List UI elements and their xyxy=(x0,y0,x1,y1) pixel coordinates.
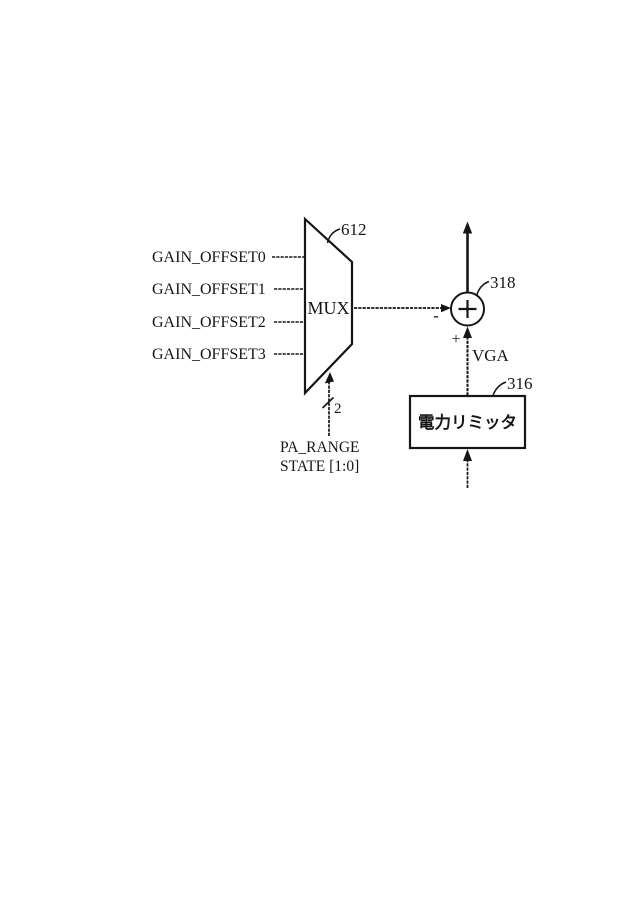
summer-negative-port-label: - xyxy=(433,306,439,325)
input-label-gain-offset3: GAIN_OFFSET3 xyxy=(152,346,266,363)
mux-output-arrowhead-icon xyxy=(441,304,451,313)
vga-label: VGA xyxy=(472,346,510,365)
input-label-gain-offset0: GAIN_OFFSET0 xyxy=(152,249,266,266)
mux-ref-label: 612 xyxy=(341,220,367,239)
summer-output-arrowhead-icon xyxy=(462,221,473,234)
limiter-box xyxy=(408,394,527,450)
bus-width-label: 2 xyxy=(334,401,342,417)
mux-shape xyxy=(303,216,354,396)
limiter-label: 電力リミッタ xyxy=(418,412,517,432)
mux-label: MUX xyxy=(307,298,349,318)
limiter-input-arrowhead-icon xyxy=(463,449,472,461)
summer-positive-port-label: + xyxy=(451,331,460,348)
summer-ref-label: 318 xyxy=(490,273,516,292)
limiter-ref-label: 316 xyxy=(507,374,533,393)
input-label-gain-offset2: GAIN_OFFSET2 xyxy=(152,314,266,331)
summer-ref-leader xyxy=(475,280,490,297)
vga-arrowhead-icon xyxy=(463,326,472,338)
select-signal-label-line1: PA_RANGE xyxy=(280,439,360,456)
input-label-gain-offset1: GAIN_OFFSET1 xyxy=(152,281,266,298)
bus-width-tick-icon xyxy=(321,396,335,409)
select-signal-label-line2: STATE [1:0] xyxy=(280,458,359,475)
mux-ref-leader xyxy=(326,228,341,244)
limiter-ref-leader xyxy=(492,381,507,396)
select-arrowhead-icon xyxy=(324,372,334,384)
